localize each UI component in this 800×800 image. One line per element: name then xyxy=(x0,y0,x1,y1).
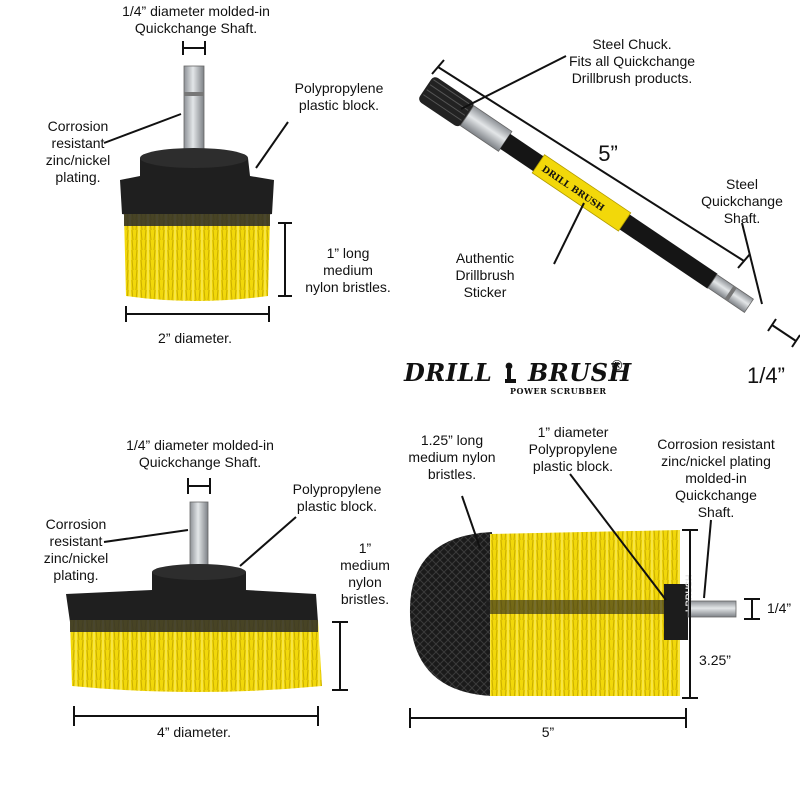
shaft-label: 1/4” diameter molded-in Quickchange Shaf… xyxy=(112,437,288,471)
label-line: 5” xyxy=(541,724,555,740)
label-line: bristles. xyxy=(340,591,390,607)
label-line: resistant xyxy=(49,533,103,549)
black-bristle-tip xyxy=(409,532,492,696)
label-line: Fits all Quickchange xyxy=(568,53,696,69)
label-line: 5” xyxy=(598,141,618,166)
label-line: bristles. xyxy=(427,466,477,482)
label-line: Polypropylene xyxy=(294,80,384,96)
chuck-label: Steel Chuck. Fits all Quickchange Drillb… xyxy=(562,36,702,87)
plastic-core xyxy=(486,600,682,614)
cone-brush-annotations xyxy=(409,473,760,728)
plating-label: Corrosion resistant zinc/nickel plating … xyxy=(640,436,792,521)
registered-mark: ® xyxy=(610,358,624,374)
label-line: 1” long xyxy=(326,245,370,261)
label-line: medium xyxy=(323,262,373,278)
label-line: 4” diameter. xyxy=(157,724,231,740)
hex-shaft xyxy=(183,65,205,151)
label-line: zinc/nickel xyxy=(43,550,109,566)
label-line: plastic block. xyxy=(296,498,378,514)
shaft-diameter-label: 1/4” xyxy=(738,364,794,388)
diameter-label: 2” diameter. xyxy=(140,330,250,347)
label-line: 3.25” xyxy=(699,652,731,668)
diameter-label: 4” diameter. xyxy=(142,724,246,741)
logo-word-left: DRILL xyxy=(404,358,493,387)
hex-shaft xyxy=(189,501,209,573)
plating-label: Corrosion resistant zinc/nickel plating. xyxy=(38,118,118,186)
logo-tagline: POWER SCRUBBER xyxy=(510,386,607,396)
sticker-label: Authentic Drillbrush Sticker xyxy=(440,250,530,301)
label-line: nylon xyxy=(348,574,382,590)
brush-4-inch xyxy=(66,501,322,692)
logo-word-right: BRUSH xyxy=(527,358,632,387)
label-line: Quickchange xyxy=(675,487,757,503)
steel-chuck xyxy=(419,77,474,127)
label-line: nylon bristles. xyxy=(305,279,391,295)
brush-2-inch xyxy=(120,65,274,301)
bristles xyxy=(124,214,270,301)
hex-shaft xyxy=(687,600,737,618)
label-line: medium nylon xyxy=(408,449,496,465)
label-line: Quickchange xyxy=(701,193,783,209)
label-line: Quickchange Shaft. xyxy=(134,20,258,36)
extension-annotations xyxy=(431,55,800,348)
label-line: plastic block. xyxy=(298,97,380,113)
label-line: 1/4” xyxy=(747,363,785,388)
bristle-label: 1” long medium nylon bristles. xyxy=(296,245,400,296)
label-line: Quickchange Shaft. xyxy=(138,454,262,470)
shaft-label: 1/4” diameter molded-in Quickchange Shaf… xyxy=(108,3,284,37)
plating-label: Corrosion resistant zinc/nickel plating. xyxy=(36,516,116,584)
label-line: Sticker xyxy=(463,284,507,300)
label-line: 1/4” diameter molded-in xyxy=(122,3,270,19)
label-line: plating. xyxy=(55,169,101,185)
label-line: Corrosion xyxy=(45,516,107,532)
bristle-label: 1” medium nylon bristles. xyxy=(330,540,400,608)
cone-length-label: 5” xyxy=(528,724,568,741)
label-line: Polypropylene xyxy=(528,441,618,457)
label-line: Drillbrush xyxy=(455,267,515,283)
plastic-block xyxy=(120,151,274,220)
length-label: 5” xyxy=(588,142,628,166)
label-line: Steel xyxy=(726,176,758,192)
cone-diameter-label: 3.25” xyxy=(692,652,738,669)
label-line: zinc/nickel plating xyxy=(661,453,771,469)
drillbrush-logo: DRILL BRUSH ® POWER SCRUBBER xyxy=(398,348,632,404)
block-label: Polypropylene plastic block. xyxy=(284,80,394,114)
label-line: 1” diameter xyxy=(537,424,609,440)
label-line: resistant xyxy=(51,135,105,151)
drillbrush-sticker xyxy=(531,154,632,232)
label-line: 1” xyxy=(358,540,372,556)
brush-4-inch-annotations xyxy=(73,478,348,726)
label-line: Authentic xyxy=(455,250,515,266)
label-line: zinc/nickel xyxy=(45,152,111,168)
label-line: Drillbrush products. xyxy=(571,70,693,86)
plastic-block xyxy=(664,584,688,640)
block-label: Polypropylene plastic block. xyxy=(282,481,392,515)
bristle-label: 1.25” long medium nylon bristles. xyxy=(402,432,502,483)
label-line: Steel Chuck. xyxy=(592,36,672,52)
bristles xyxy=(70,620,322,692)
label-line: 1/4” diameter molded-in xyxy=(126,437,274,453)
label-line: molded-in xyxy=(685,470,747,486)
label-line: Corrosion resistant xyxy=(657,436,775,452)
logo-wordmark: DRILL BRUSH xyxy=(404,358,632,387)
plastic-block xyxy=(66,567,318,627)
label-line: Polypropylene xyxy=(292,481,382,497)
label-line: Shaft. xyxy=(723,210,761,226)
label-line: 1/4” xyxy=(766,600,792,616)
label-line: medium xyxy=(340,557,390,573)
label-line: Corrosion xyxy=(47,118,109,134)
steel-shaft-label: Steel Quickchange Shaft. xyxy=(692,176,792,227)
label-line: plastic block. xyxy=(532,458,614,474)
brush-2-inch-annotations xyxy=(103,41,292,322)
label-line: 1.25” long xyxy=(420,432,484,448)
block-label: 1” diameter Polypropylene plastic block. xyxy=(518,424,628,475)
logo-mascot-icon xyxy=(503,361,517,383)
label-line: plating. xyxy=(53,567,99,583)
cone-brush: LBRUSH xyxy=(409,530,737,696)
label-line: Shaft. xyxy=(697,504,735,520)
shaft-diameter-label: 1/4” xyxy=(760,600,798,617)
label-line: 2” diameter. xyxy=(158,330,232,346)
